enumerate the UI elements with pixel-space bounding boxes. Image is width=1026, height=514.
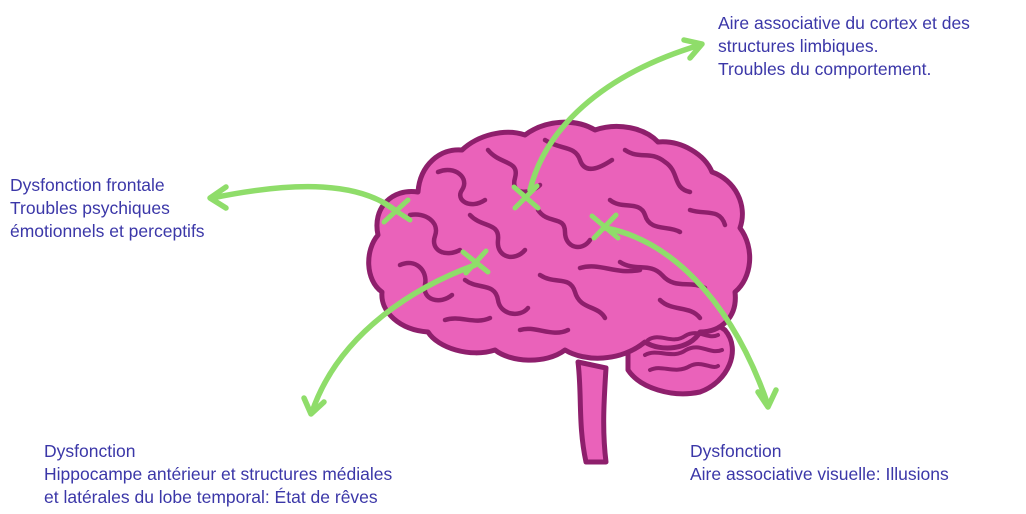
label-line: Dysfonction bbox=[690, 440, 949, 463]
label-line: Aire associative du cortex et des bbox=[718, 12, 970, 35]
label-limbic-associative: Aire associative du cortex et des struct… bbox=[718, 12, 970, 81]
label-line: Hippocampe antérieur et structures média… bbox=[44, 463, 392, 486]
arrow-left bbox=[212, 187, 395, 210]
label-temporal-dysfunction: Dysfonction Hippocampe antérieur et stru… bbox=[44, 440, 392, 509]
cerebrum bbox=[369, 122, 750, 360]
label-line: Troubles psychiques bbox=[10, 197, 205, 220]
label-line: Troubles du comportement. bbox=[718, 58, 970, 81]
label-line: Dysfonction bbox=[44, 440, 392, 463]
label-line: et latérales du lobe temporal: État de r… bbox=[44, 486, 392, 509]
label-line: Dysfonction frontale bbox=[10, 174, 205, 197]
label-frontal-dysfunction: Dysfonction frontale Troubles psychiques… bbox=[10, 174, 205, 243]
label-line: émotionnels et perceptifs bbox=[10, 220, 205, 243]
label-line: Aire associative visuelle: Illusions bbox=[690, 463, 949, 486]
label-line: structures limbiques. bbox=[718, 35, 970, 58]
label-visual-dysfunction: Dysfonction Aire associative visuelle: I… bbox=[690, 440, 949, 486]
brain-stem bbox=[578, 362, 606, 462]
